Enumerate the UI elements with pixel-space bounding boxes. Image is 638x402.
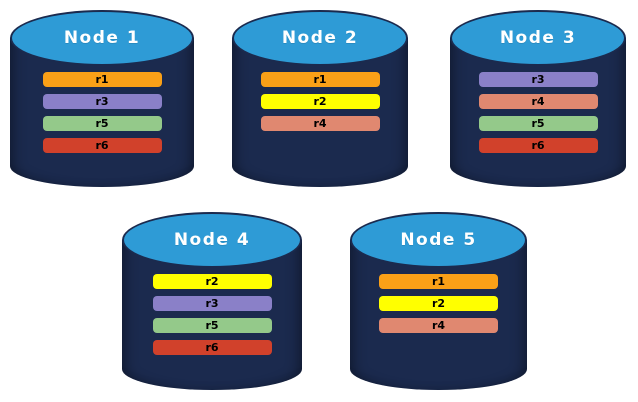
node-title: Node 3 [499,28,577,48]
node-title: Node 1 [63,28,141,48]
replica-label: r3 [205,297,219,310]
replica-bar[interactable]: r6 [478,138,598,153]
replica-label: r3 [95,95,109,108]
replica-label: r6 [531,139,545,152]
replica-label: r4 [431,319,446,332]
replica-label: r2 [313,95,327,108]
replica-label: r3 [531,73,545,86]
cylinder-top-ellipse: Node 5 [350,212,527,268]
replica-label: r2 [205,275,219,288]
replica-list: r1 r2 r4 [232,72,408,138]
replica-bar[interactable]: r5 [42,116,162,131]
replica-label: r2 [431,297,446,310]
replica-bar[interactable]: r3 [42,94,162,109]
replica-bar[interactable]: r3 [478,72,598,87]
replica-label: r5 [205,319,219,332]
replica-label: r4 [531,95,545,108]
replica-list: r1 r3 r5 r6 [10,72,194,160]
replica-label: r5 [531,117,545,130]
replica-bar[interactable]: r4 [478,94,598,109]
cylinder-top-ellipse: Node 4 [122,212,302,268]
replica-bar[interactable]: r4 [260,116,380,131]
replica-label: r6 [95,139,109,152]
replica-label: r1 [95,73,109,86]
replica-bar[interactable]: r1 [260,72,380,87]
replica-bar[interactable]: r4 [379,318,498,333]
replica-bar[interactable]: r5 [478,116,598,131]
replica-bar[interactable]: r2 [379,296,498,311]
node-cylinder[interactable]: Node 1 r1 r3 r5 r6 [10,10,194,187]
replica-label: r1 [313,73,327,86]
node-title: Node 2 [281,28,359,48]
replica-bar[interactable]: r5 [152,318,272,333]
cylinder-top-ellipse: Node 1 [10,10,194,66]
replica-bar[interactable]: r2 [260,94,380,109]
replica-bar[interactable]: r6 [152,340,272,355]
replica-list: r1 r2 r4 [350,274,527,340]
replica-label: r4 [313,117,327,130]
replica-label: r6 [205,341,219,354]
replica-label: r5 [95,117,109,130]
node-title: Node 5 [400,230,477,250]
replica-bar[interactable]: r3 [152,296,272,311]
replica-bar[interactable]: r2 [152,274,272,289]
node-cylinder[interactable]: Node 3 r3 r4 r5 r6 [450,10,626,187]
replica-bar[interactable]: r1 [379,274,498,289]
cylinder-top-ellipse: Node 3 [450,10,626,66]
replica-list: r3 r4 r5 r6 [450,72,626,160]
node-title: Node 4 [173,230,251,250]
node-cylinder[interactable]: Node 5 r1 r2 r4 [350,212,527,390]
node-cylinder[interactable]: Node 4 r2 r3 r5 r6 [122,212,302,390]
replica-label: r1 [431,275,446,288]
replica-bar[interactable]: r6 [42,138,162,153]
replica-list: r2 r3 r5 r6 [122,274,302,362]
node-cylinder[interactable]: Node 2 r1 r2 r4 [232,10,408,187]
replica-bar[interactable]: r1 [42,72,162,87]
cylinder-top-ellipse: Node 2 [232,10,408,66]
